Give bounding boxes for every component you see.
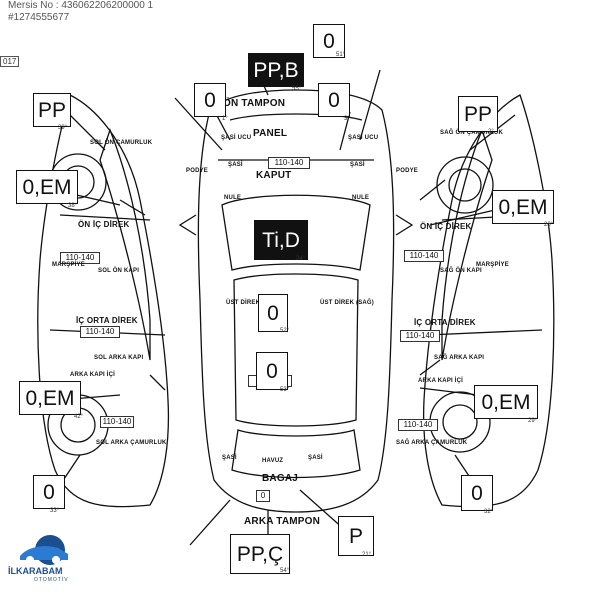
label-sasi-left: ŞASİ [228,162,243,168]
mark-on-ust: 0 [313,24,345,58]
thickness-sol-orta: 110-140 [80,326,120,338]
label-sol-arka-kapi-ici: ARKA KAPI İÇİ [70,372,116,378]
top-windshield [221,194,371,271]
angle-sag-far: 3° [344,116,350,122]
top-car-outline [197,89,395,513]
label-kaput: KAPUT [256,170,292,181]
label-nule-right: NULE [352,195,370,201]
top-roof [233,273,359,427]
brand-logo [12,532,102,592]
label-on-tampon: ÖN TAMPON [223,98,286,109]
label-sag-arka-camurluk: SAĞ ARKA ÇAMURLUK [396,440,468,446]
mark-on-tampon: PP,B [248,53,304,87]
listing-ref: #1274555677 [8,12,70,23]
label-sasi-right: ŞASİ [350,162,365,168]
left-car-window [99,128,151,361]
label-arka-tampon: ARKA TAMPON [244,516,321,527]
label-havuz: HAVUZ [262,458,284,464]
label-ust-direk-sag: ÜST DİREK (SAĞ) [320,300,374,306]
label-sag-arka-kapi-ici: ARKA KAPI İÇİ [418,378,464,384]
label-sag-on-kapi: SAĞ ÖN KAPI [440,268,482,274]
label-sag-ic-orta-direk: İÇ ORTA DİREK [414,318,476,327]
right-car-window [441,128,493,361]
label-sol-marspiye: MARŞPİYE [52,262,85,268]
label-sag-on-camurluk: SAĞ ÖN ÇAMURLUK [440,130,503,136]
label-ust-direk-sol: ÜST DİREK (SOL) [226,300,280,306]
thickness-sag-on: 110-140 [404,250,444,262]
left-car-outline [37,94,170,508]
angle-sol-arka-camurluk: 33° [50,508,60,514]
angle-arka-tampon: 54° [280,568,290,574]
mark-sag-arka-camurluk: 0 [461,475,493,511]
label-sasi-ucu-right: ŞASİ UCU [348,135,379,141]
angle-sag-on-camurluk: 2° [488,129,494,135]
label-panel: PANEL [253,128,288,139]
mark-tavan-orta: 0 [258,294,288,332]
brand-name: İLKARABAM [8,566,63,576]
angle-sag-on-kapi: 28° [544,222,554,228]
label-sag-marspiye: MARŞPİYE [476,262,509,268]
thickness-sol-arka: 110-140 [100,416,134,428]
angle-tavan-arka: 53° [280,387,290,393]
label-podye-right: PODYE [396,168,419,174]
mark-sag-arka-kapi: 0,EM [474,385,538,419]
right-front-wheel [436,156,494,214]
label-sag-arka-kapi: SAĞ ARKA KAPI [434,355,485,361]
label-arka-sasi-right: ŞASİ [308,455,323,461]
angle-on-tampon: 55° [292,86,302,92]
mark-sag-on-kapi: 0,EM [492,190,554,224]
edge-code: 017 [0,56,20,67]
label-podye-left: PODYE [186,168,209,174]
angle-tavan-on: 24° [296,256,306,262]
mark-tavan-on: Ti,D [254,220,308,260]
mark-sag-far: 0 [318,83,350,117]
mark-sol-on-camurluk: PP [33,93,71,127]
angle-on-ust: 51° [336,52,346,58]
angle-sol-far: 1° [222,116,228,122]
mark-sag-on-camurluk: PP [458,96,498,132]
angle-sol-on-kapi: 38° [68,203,78,209]
angle-bagaj: 21° [362,552,372,558]
label-sol-on-kapi: SOL ÖN KAPI [98,268,140,274]
header-info: Mersis No : 436062206200000 1 #127455567… [8,0,153,24]
mark-sol-arka-kapi: 0,EM [19,381,81,415]
mark-arka-tampon: PP,Ç [230,534,290,574]
label-sol-ic-orta-direk: İÇ ORTA DİREK [76,316,138,325]
car-logo-icon [20,535,68,565]
mersis-number: Mersis No : 436062206200000 1 [8,0,154,11]
thickness-sag-orta: 110-140 [400,330,440,342]
mark-tavan-arka: 0 [256,352,288,390]
thickness-bagaj: 0 [256,490,270,502]
right-car-outline [423,94,555,508]
angle-sag-arka-kapi: 29° [528,418,538,424]
label-sasi-ucu-left: ŞASİ UCU [221,135,252,141]
angle-sol-on-camurluk: 39° [58,125,68,131]
mark-sol-on-kapi: 0,EM [16,170,78,204]
mark-sol-arka-camurluk: 0 [33,475,65,509]
label-sol-on-ic-direk: ÖN İÇ DİREK [78,220,130,229]
angle-sol-arka-kapi: 42° [74,414,84,420]
top-rear-window [231,429,361,479]
mark-sol-far: 0 [194,83,226,117]
mark-bagaj: P [338,516,374,556]
label-sag-on-ic-direk: ÖN İÇ DİREK [420,222,472,231]
thickness-sol-on: 110-140 [60,252,100,264]
label-sol-on-camurluk: SOL ÖN ÇAMURLUK [90,140,153,146]
angle-sag-arka-camurluk: 32° [484,509,494,515]
label-arka-sasi-left: ŞASİ [222,455,237,461]
label-sol-arka-camurluk: SOL ARKA ÇAMURLUK [96,440,167,446]
thickness-sag-arka: 110-140 [398,419,438,431]
angle-tavan-orta: 52° [280,328,290,334]
label-sol-arka-kapi: SOL ARKA KAPI [94,355,144,361]
thickness-kaput: 110-140 [268,157,310,169]
label-bagaj: BAGAJ [262,473,299,484]
brand-sub: OTOMOTİV [34,577,69,583]
label-nule-left: NULE [224,195,242,201]
